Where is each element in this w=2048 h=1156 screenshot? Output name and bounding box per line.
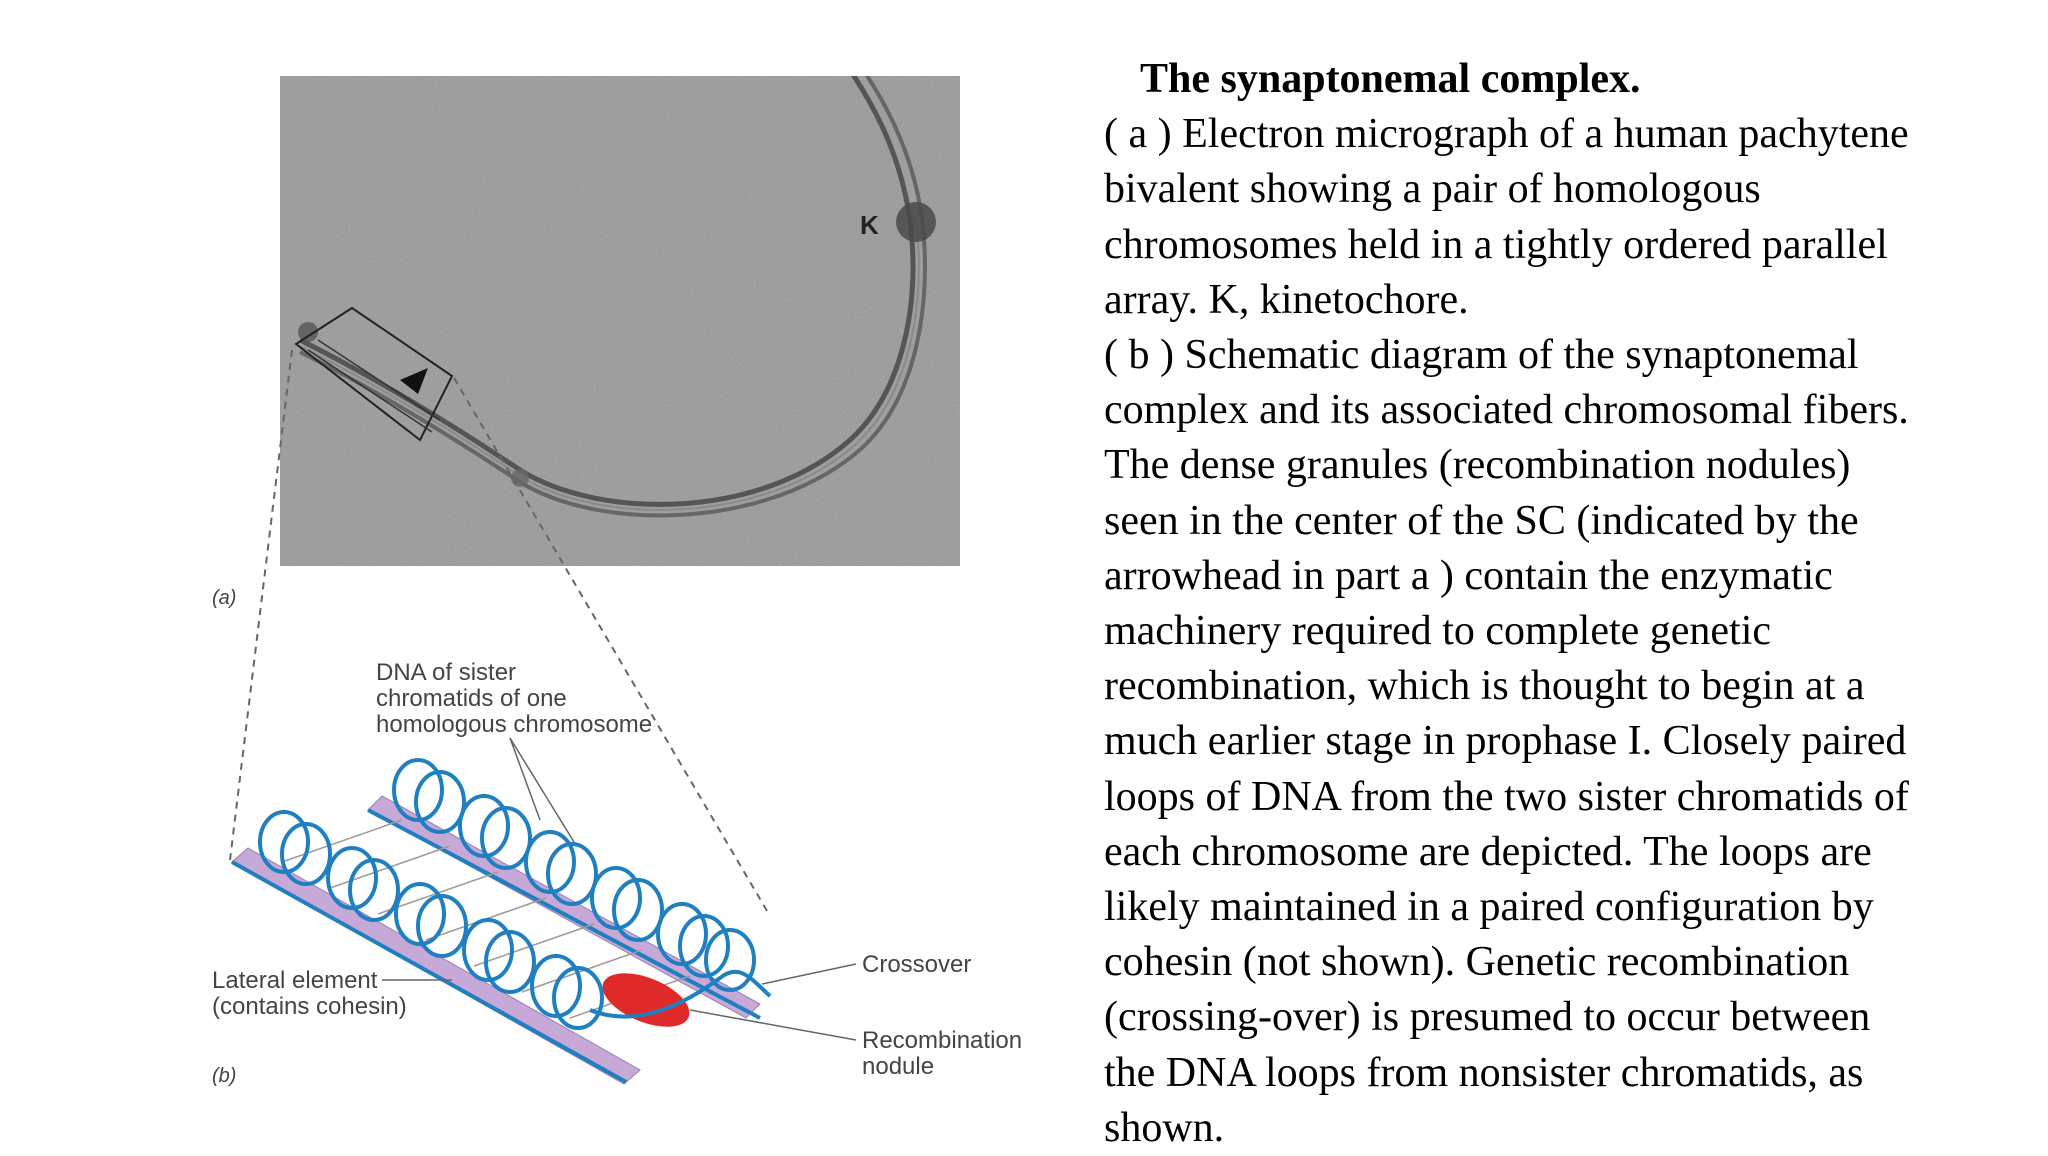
dark-spot — [298, 322, 318, 342]
lateral-element-back — [367, 795, 761, 1019]
caption-line: bivalent showing a pair of homologous — [1104, 166, 1761, 213]
caption-line: ( b ) Schematic diagram of the synaptone… — [1104, 332, 1859, 379]
caption-line: the DNA loops from nonsister chromatids,… — [1104, 1049, 1864, 1096]
dna-sister-label-line1: DNA of sister — [376, 659, 516, 686]
panel-a-label: (a) — [212, 587, 236, 609]
caption-line: loops of DNA from the two sister chromat… — [1104, 773, 1909, 820]
caption-line: chromosomes held in a tightly ordered pa… — [1104, 221, 1888, 268]
figure-caption: The synaptonemal complex. ( a ) Electron… — [1104, 52, 2024, 1156]
dna-sister-leader — [509, 737, 575, 843]
caption-line: ( a ) Electron micrograph of a human pac… — [1104, 111, 1909, 158]
caption-line: (crossing-over) is presumed to occur bet… — [1104, 994, 1871, 1041]
caption-line: machinery required to complete genetic — [1104, 608, 1772, 655]
lateral-element-front — [231, 847, 641, 1085]
recombination-nodule — [602, 973, 690, 1027]
recombination-nodule-label-line1: Recombination — [862, 1027, 1022, 1054]
caption-line: much earlier stage in prophase I. Closel… — [1104, 718, 1907, 765]
crossover-strand — [589, 969, 772, 1019]
recombination-nodule-label-line2: nodule — [862, 1053, 934, 1080]
inset-inner-line — [307, 349, 433, 433]
dark-spot — [511, 469, 529, 487]
schematic-diagram: DNA of sister chromatids of one homologo… — [212, 659, 1022, 1085]
arrowhead-marker — [400, 368, 428, 394]
lateral-edge-back — [367, 808, 761, 1020]
bivalent-outer-strand — [298, 76, 916, 507]
inset-inner-line — [317, 339, 441, 421]
kinetochore-label: K — [860, 210, 879, 240]
synaptonemal-center — [299, 218, 920, 511]
panel-b-label: (b) — [212, 1065, 236, 1087]
electron-micrograph: K — [280, 76, 960, 566]
dna-sister-leader — [509, 737, 541, 821]
caption-line: complex and its associated chromosomal f… — [1104, 387, 1909, 434]
caption-line: likely maintained in a paired configurat… — [1104, 884, 1874, 931]
caption-title: The synaptonemal complex. — [1140, 56, 1641, 102]
caption-line: array. K, kinetochore. — [1104, 276, 1469, 323]
recombination-nodule-leader — [689, 1009, 857, 1041]
dna-loops-front — [258, 810, 604, 1030]
caption-line: cohesin (not shown). Genetic recombinati… — [1104, 939, 1850, 986]
caption-line: each chromosome are depicted. The loops … — [1104, 828, 1872, 875]
synaptonemal-figure: K (a) (b) — [212, 76, 1022, 1087]
inset-box — [294, 306, 454, 442]
lateral-element-label-line1: Lateral element — [212, 967, 378, 994]
kinetochore-blob — [896, 202, 936, 242]
crossover-leader — [761, 963, 857, 985]
bivalent-inner-strand — [299, 76, 927, 518]
caption-line: arrowhead in part a ) contain the enzyma… — [1104, 552, 1833, 599]
caption-line: The dense granules (recombination nodule… — [1104, 442, 1851, 489]
crossover-label: Crossover — [862, 951, 971, 978]
caption-line: recombination, which is thought to begin… — [1104, 663, 1865, 710]
caption-line: seen in the center of the SC (indicated … — [1104, 497, 1859, 544]
dna-loops-back — [392, 758, 756, 992]
dna-sister-label-line2: chromatids of one — [376, 685, 567, 712]
lateral-edge-front — [231, 860, 627, 1084]
dna-sister-label-line3: homologous chromosome — [376, 711, 652, 738]
caption-line: shown. — [1104, 1104, 1225, 1151]
micrograph-background — [280, 76, 960, 566]
lateral-element-label-line2: (contains cohesin) — [212, 993, 407, 1020]
